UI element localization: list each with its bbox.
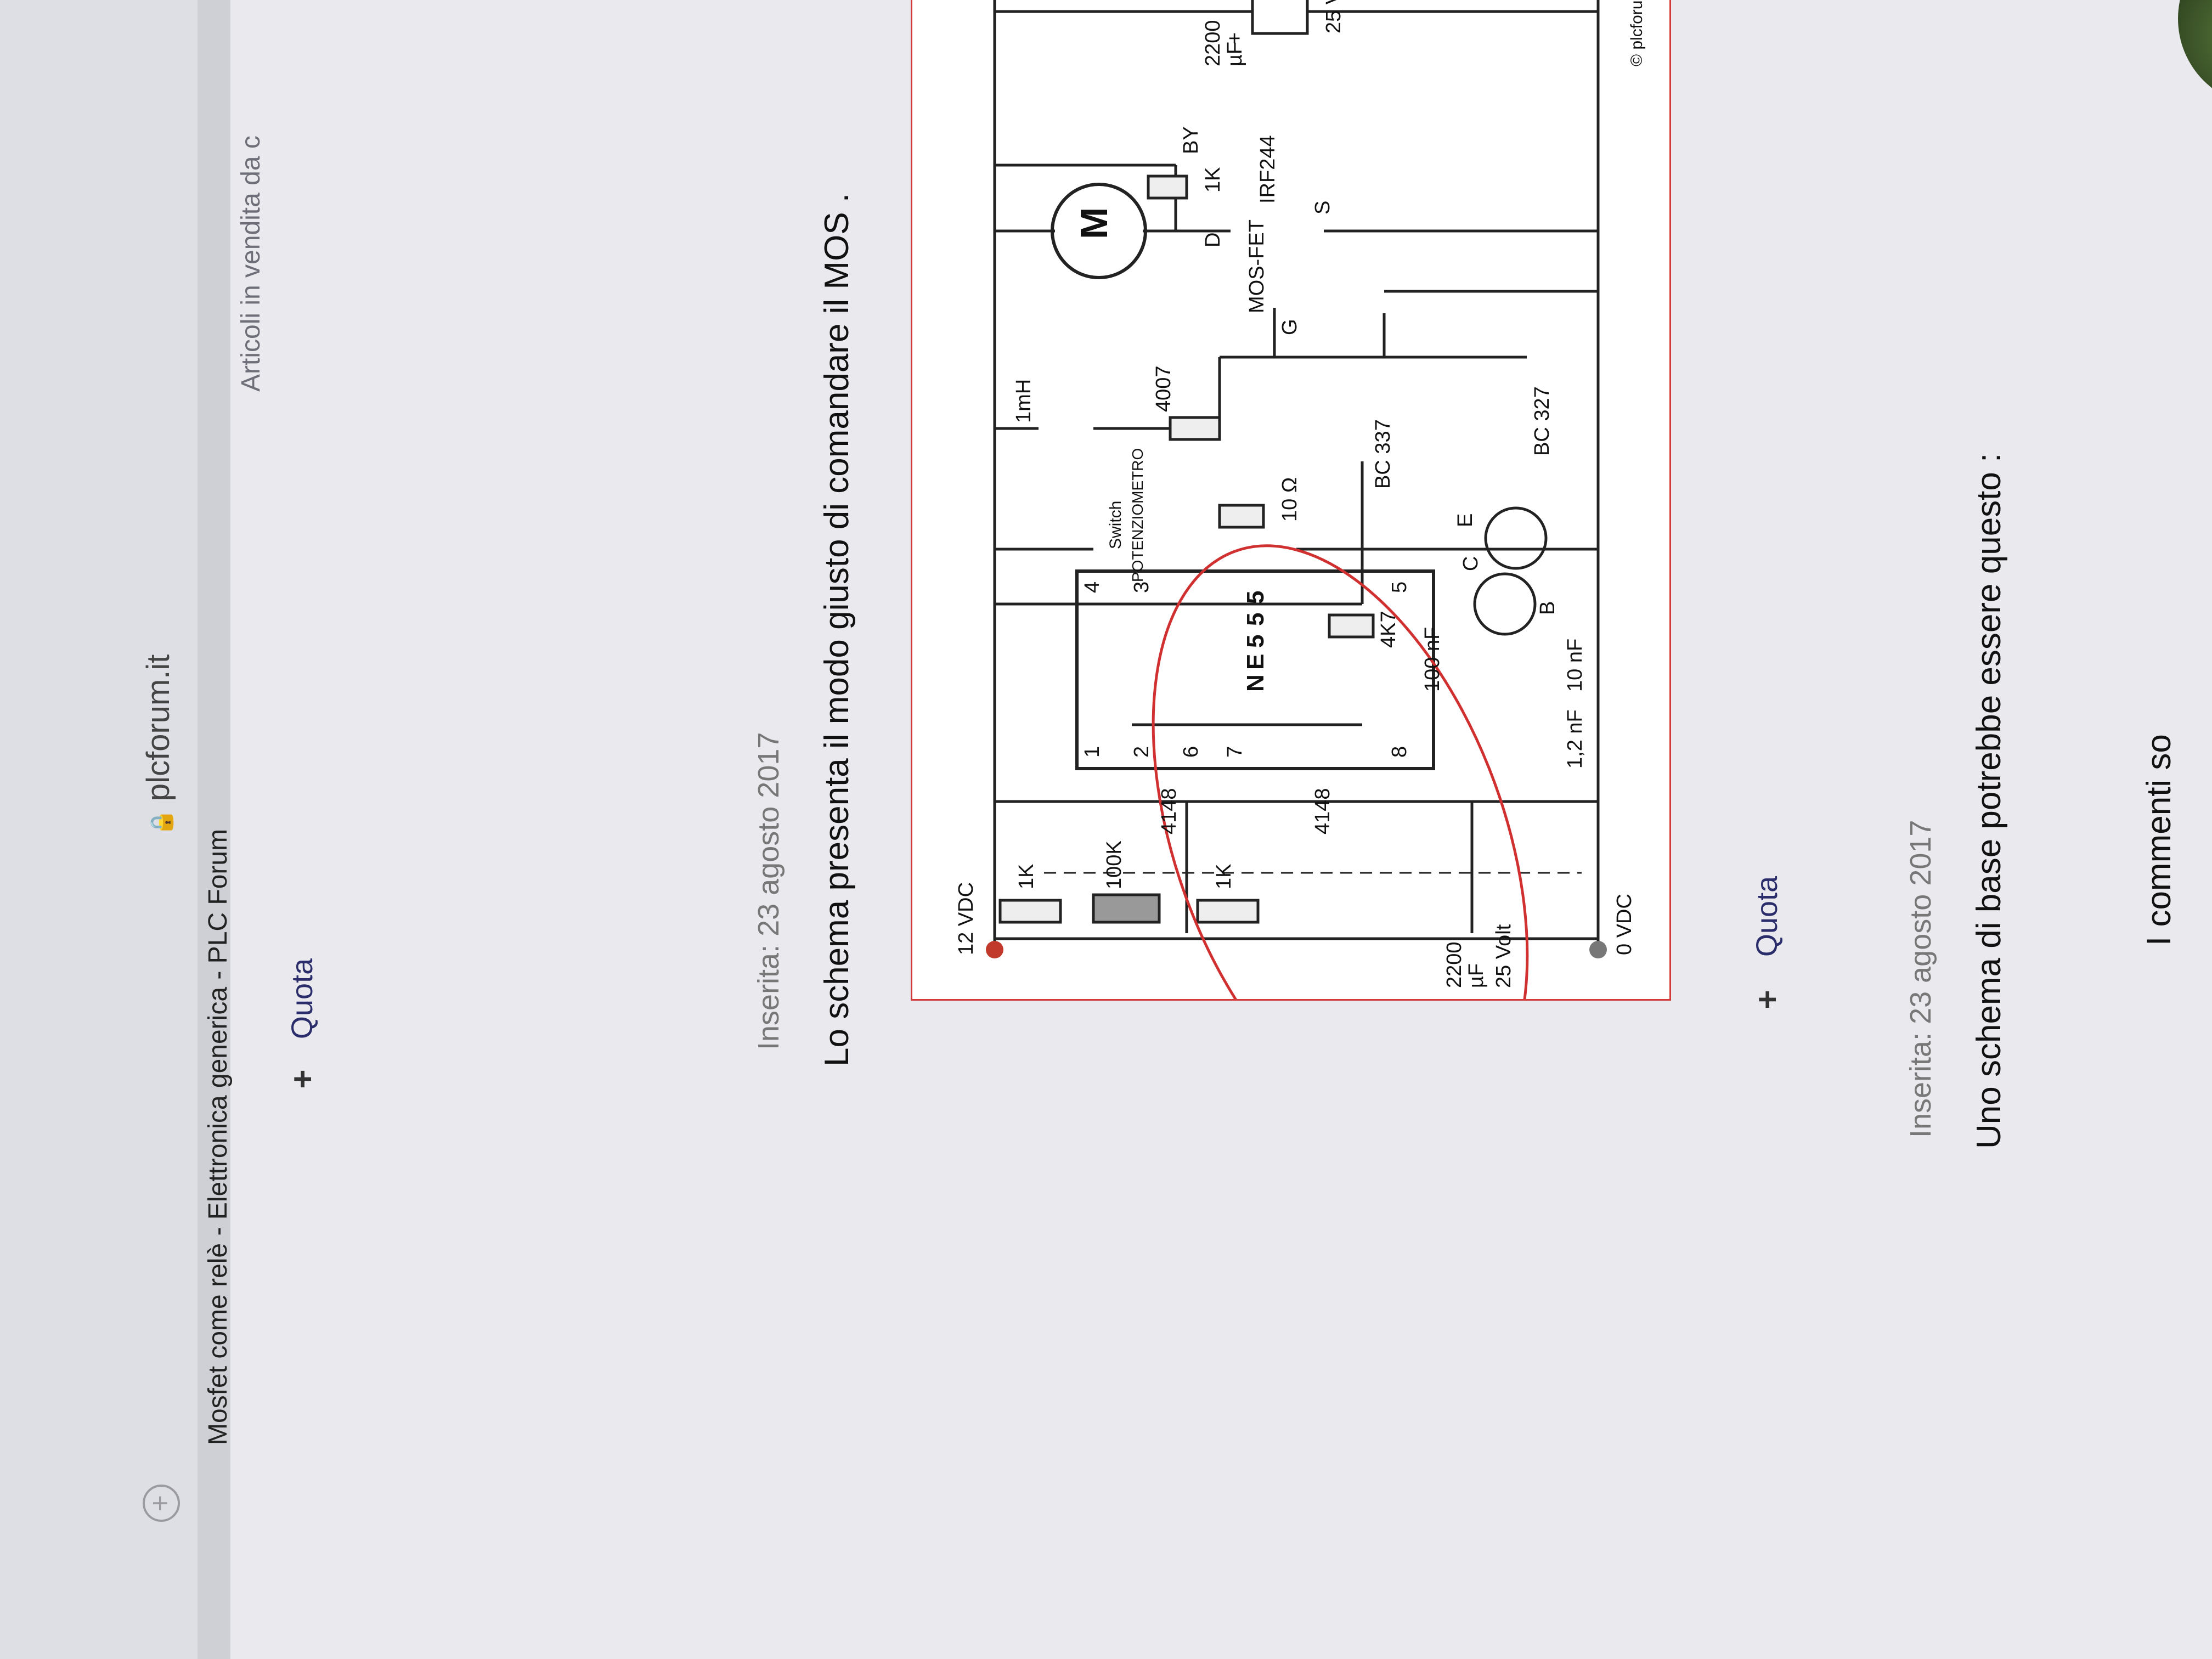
supply-pos-label: 12 VDC — [955, 882, 978, 955]
ic-letter: E — [1242, 654, 1269, 670]
quote-button[interactable]: Quota — [286, 958, 319, 1039]
pin-d-label: D — [1201, 233, 1224, 247]
comments-label: I commenti so — [2140, 734, 2178, 946]
ic-letter: 5 — [1242, 613, 1269, 626]
cap-main-value: 2200 — [1201, 20, 1224, 66]
quote-plus-icon[interactable]: + — [1749, 990, 1786, 1009]
quote-plus-icon[interactable]: + — [284, 1069, 321, 1089]
ic-pin-label: 2 — [1130, 746, 1153, 758]
pot-100k-label: 100K — [1103, 840, 1126, 889]
positive-terminal-icon — [986, 941, 1003, 958]
diode-label: 4148 — [1311, 788, 1334, 834]
ic-pin-label: 5 — [1388, 582, 1411, 593]
sales-link[interactable]: Articoli in vendita da c — [236, 136, 266, 392]
schematic-svg: 12 VDC 0 VDC © plcforum.it 1mH Switch PO… — [955, 0, 1646, 1136]
motor-label: M — [1073, 207, 1115, 239]
browser-toolbar: + 🔒 plcforum.it Mosfet come relè - Elettr… — [0, 0, 233, 1659]
post-text: Uno schema di base potrebbe essere quest… — [1970, 453, 2008, 1149]
negative-terminal-icon — [1589, 941, 1607, 958]
cap-main-plus: + — [1223, 32, 1246, 44]
new-tab-button[interactable]: + — [143, 1485, 180, 1522]
switch-label: Switch — [1107, 501, 1125, 549]
ic-letter: 5 — [1242, 635, 1269, 648]
ic-letter: N — [1242, 674, 1269, 692]
post-text: Lo schema presenta il modo giusto di com… — [818, 193, 856, 1066]
diode-motor-label: BY — [1180, 126, 1203, 154]
post-date: Inserita: 23 agosto 2017 — [752, 732, 785, 1050]
mosfet-type-label: MOS-FET — [1245, 219, 1268, 313]
cap-in-voltage: 25 Volt — [1492, 924, 1515, 988]
page-title: Mosfet come relè - Elettronica generica … — [204, 828, 233, 1445]
watermark-label: © plcforum.it — [1628, 0, 1646, 66]
ic-pin-label: 1 — [1081, 746, 1104, 758]
r-1k-label: 1K — [1212, 864, 1235, 889]
address-bar[interactable]: 🔒 plcforum.it — [140, 654, 177, 836]
r-base-label: 4K7 — [1377, 611, 1400, 648]
url-text: plcforum.it — [140, 654, 176, 802]
cap-100n-label: 100 nF — [1421, 627, 1444, 692]
inductor-label: 1mH — [1012, 379, 1035, 423]
quote-button[interactable]: Quota — [1751, 876, 1784, 957]
ic-pin-label: 3 — [1130, 582, 1153, 593]
cap-main-unit: µF — [1223, 42, 1246, 66]
avatar[interactable] — [2178, 0, 2212, 106]
pin-c-label: C — [1459, 556, 1482, 571]
pin-e-label: E — [1454, 514, 1477, 527]
pin-s-label: S — [1311, 201, 1334, 215]
cap-1n2-label: 1,2 nF — [1564, 709, 1587, 769]
ic-pin-label: 7 — [1223, 746, 1246, 758]
pin-b-label: B — [1536, 601, 1559, 615]
mosfet-model-label: IRF244 — [1256, 135, 1279, 204]
supply-neg-label: 0 VDC — [1613, 894, 1636, 955]
r-gs-label: 1K — [1201, 167, 1224, 193]
r-gate-label: 10 Ω — [1278, 477, 1301, 522]
ic-pin-label: 6 — [1180, 746, 1203, 758]
r-1k-label: 1K — [1015, 864, 1038, 889]
ic-pin-label: 8 — [1388, 746, 1411, 758]
pin-g-label: G — [1278, 319, 1301, 335]
diode-label: 4148 — [1158, 788, 1181, 834]
ic-pin-label: 4 — [1081, 582, 1104, 593]
pot-switch-label: POTENZIOMETRO — [1129, 448, 1146, 582]
npn-model-label: BC 337 — [1372, 419, 1395, 489]
ic-letter: 5 — [1242, 591, 1269, 604]
lock-icon: 🔒 — [150, 809, 174, 836]
cap-main-voltage: 25 Volt — [1322, 0, 1345, 33]
post-date: Inserita: 23 agosto 2017 — [1904, 820, 1937, 1138]
pnp-model-label: BC 327 — [1531, 386, 1554, 456]
cap-in-value: 2200 — [1443, 941, 1466, 988]
cap-10n-label: 10 nF — [1564, 639, 1587, 692]
schematic-image: 12 VDC 0 VDC © plcforum.it 1mH Switch PO… — [911, 0, 1671, 1136]
cap-in-unit: µF — [1465, 963, 1488, 988]
diode-gate-label: 4007 — [1152, 365, 1175, 412]
